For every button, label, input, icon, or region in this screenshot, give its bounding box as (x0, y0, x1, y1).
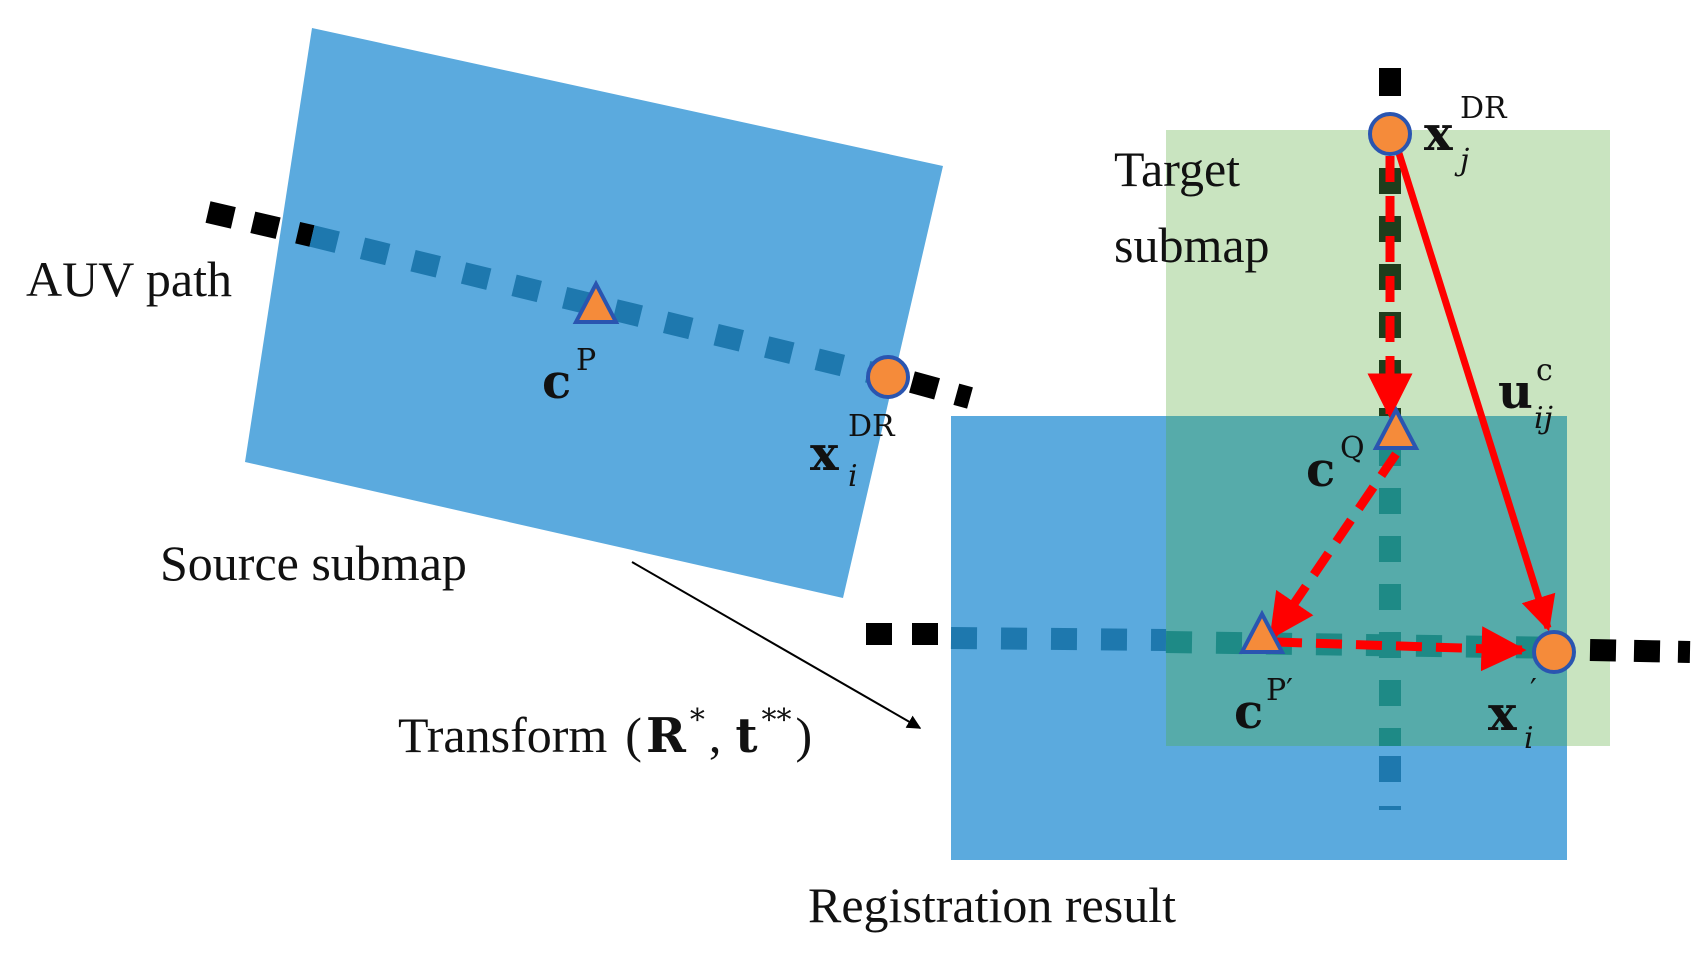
cP-base: c (542, 354, 571, 410)
auv-path-registered-right (1589, 639, 1691, 663)
transform-t: t (735, 708, 757, 764)
uij-c-sub: ij (1534, 401, 1553, 436)
auv-path-source-outside-left (205, 201, 315, 247)
source-submap-label: Source submap (160, 535, 467, 591)
auv-path-registered (950, 627, 1167, 651)
transform-comma: , (709, 707, 722, 763)
transform-R: R (646, 708, 687, 764)
transform-arrow (631, 561, 922, 729)
xi-prime-label: x i ′ (1488, 673, 1537, 756)
vector-cP-prime-to-xi-prime (1275, 626, 1527, 672)
target-submap-label-line2: submap (1114, 217, 1270, 273)
auv-path-label: AUV path (26, 251, 232, 307)
cP-prime-sup: P′ (1266, 673, 1293, 708)
uij-c-sup: c (1536, 353, 1553, 388)
xi-DR-sub: i (848, 459, 858, 494)
cP-prime-label: c P′ (1234, 673, 1293, 740)
registration-result-label: Registration result (808, 877, 1176, 933)
xi-DR-sup: DR (848, 409, 896, 444)
xi-prime-base: x (1488, 686, 1517, 742)
cP-triangle-marker (572, 279, 620, 324)
xi-prime-sub: i (1524, 721, 1534, 756)
xj-DR-label: x DR j (1424, 91, 1508, 178)
uij-c-label: u c ij (1498, 353, 1553, 436)
transform-open-paren: ( (625, 707, 642, 763)
cQ-triangle-marker (1372, 405, 1420, 450)
xi-DR-label: x DR i (810, 409, 896, 494)
cQ-sup: Q (1340, 431, 1365, 466)
vector-cQ-to-cP-prime (1268, 451, 1400, 640)
xj-DR-circle-marker (1368, 112, 1412, 156)
xi-DR-base: x (810, 426, 839, 482)
cP-label: c P (542, 343, 596, 410)
auv-path-source-outside-right (909, 371, 973, 409)
transform-close-paren: ) (796, 707, 813, 763)
cP-prime-base: c (1234, 684, 1263, 740)
xi-prime-circle-marker (1532, 630, 1576, 674)
transform-t-sup: ** (762, 703, 792, 738)
xj-DR-sup: DR (1460, 91, 1508, 126)
target-submap-label-line1: Target (1114, 141, 1240, 197)
xi-DR-circle-marker (866, 355, 910, 399)
cQ-base: c (1306, 442, 1335, 498)
cQ-label: c Q (1306, 431, 1365, 498)
xi-prime-sup: ′ (1530, 673, 1537, 708)
cP-sup: P (576, 343, 596, 378)
cP-prime-triangle-marker (1238, 609, 1286, 654)
transform-R-sup: * (690, 703, 705, 738)
transform-word: Transform (398, 707, 607, 763)
xj-DR-base: x (1424, 106, 1453, 162)
vector-uij-c (1394, 148, 1556, 632)
uij-c-base: u (1498, 364, 1533, 420)
transform-label: Transform ( R * , t ** ) (398, 703, 812, 764)
